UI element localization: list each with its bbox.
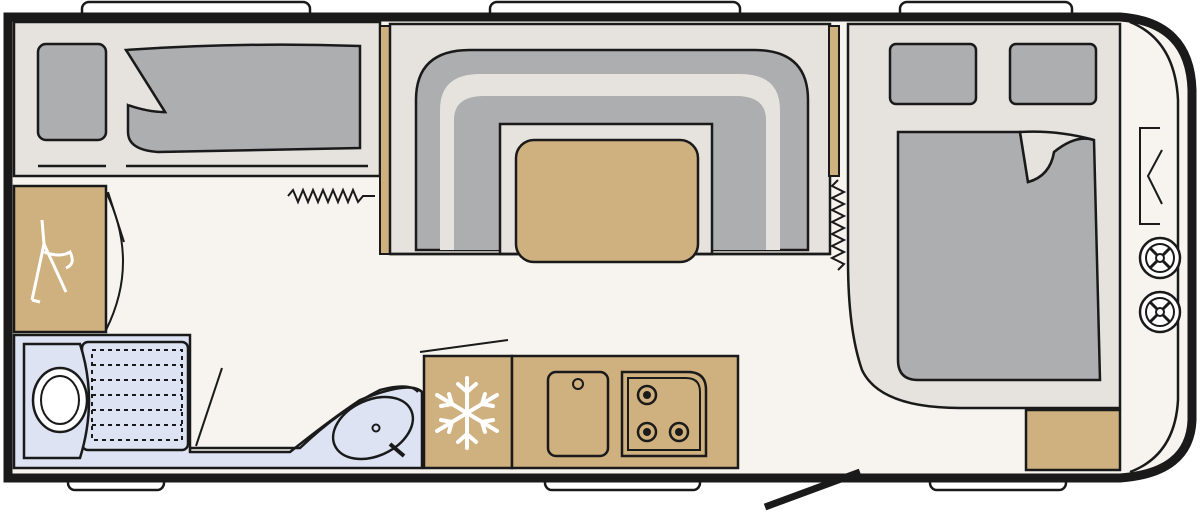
bed-blanket	[896, 130, 1102, 382]
front-wall	[1129, 20, 1180, 474]
burner-icon	[636, 384, 690, 443]
entrance-door	[763, 468, 862, 511]
hob-inner	[627, 377, 701, 451]
bed-pillow-right	[1008, 42, 1098, 106]
reading-lights	[1138, 236, 1182, 334]
shower-grid-lines	[92, 364, 182, 426]
front-shelf-inner	[1146, 149, 1163, 205]
front-curtain	[829, 179, 847, 271]
dinette	[388, 22, 847, 271]
front-shelf	[1139, 127, 1160, 225]
front-fittings	[1139, 127, 1163, 225]
bunk-divider-wood	[379, 25, 391, 255]
bathroom-door-2	[419, 339, 509, 353]
hanger-icon	[30, 219, 74, 304]
kitchen-sink	[546, 370, 610, 458]
rear-curtain	[287, 187, 375, 205]
wardrobe	[12, 184, 125, 334]
vanity-counter	[190, 385, 419, 450]
bed-blanket-fold	[1018, 130, 1095, 184]
bunk-blanket-fold	[124, 49, 168, 114]
dining-table	[514, 138, 700, 264]
front-bed	[846, 22, 1122, 472]
snowflake-icon	[435, 376, 499, 450]
wardrobe-cabinet	[12, 184, 108, 334]
dinette-divider-wood	[828, 25, 840, 177]
hob	[620, 370, 708, 458]
bunk-blanket	[123, 43, 362, 154]
bunk-pillow	[36, 42, 108, 142]
toilet-seat	[40, 375, 80, 425]
bed-pillow-left	[888, 42, 978, 106]
wardrobe-door	[107, 191, 125, 243]
kitchen	[422, 354, 740, 470]
sink-drain	[371, 423, 381, 433]
bathroom	[12, 333, 509, 470]
bedside-cabinet	[1024, 408, 1122, 472]
rear-bunk-beds	[12, 20, 391, 255]
sink-tap	[388, 442, 406, 458]
bathroom-door-1	[195, 367, 223, 447]
kitchen-sink-drain	[572, 378, 584, 390]
